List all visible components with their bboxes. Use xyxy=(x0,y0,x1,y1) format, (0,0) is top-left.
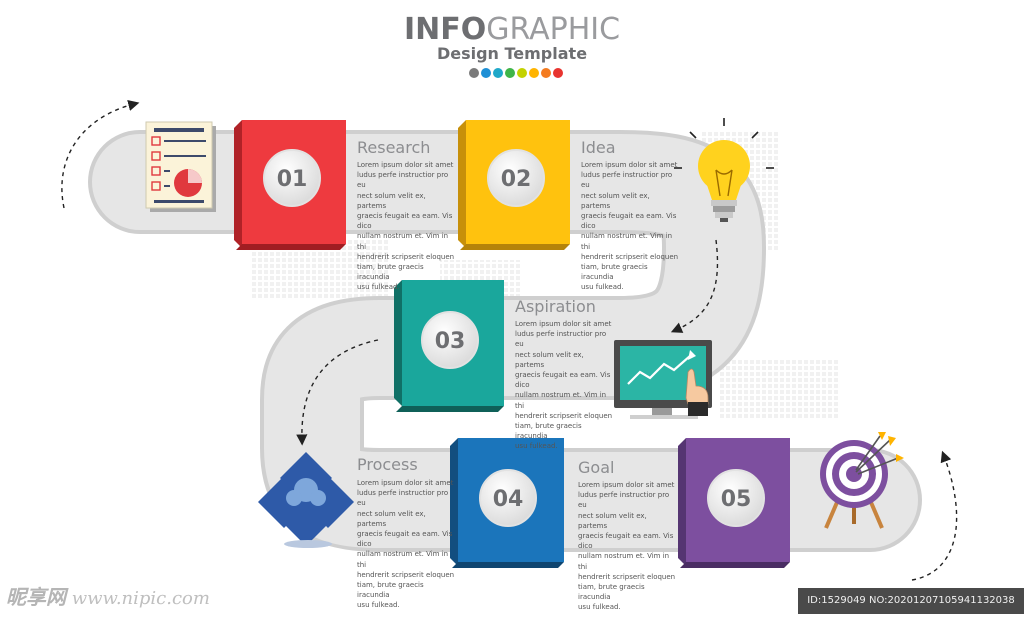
step-02-title: Idea xyxy=(581,138,616,157)
step-02-block xyxy=(458,120,570,250)
color-dot xyxy=(469,68,479,78)
color-dot xyxy=(505,68,515,78)
step-03-body: Lorem ipsum dolor sit amet ludus perfe i… xyxy=(515,320,613,451)
title-bold: INFO xyxy=(403,12,487,47)
monitor-growth-chart-icon xyxy=(614,340,712,419)
step-04-body: Lorem ipsum dolor sit amet ludus perfe i… xyxy=(357,479,455,610)
step-05-number: 05 xyxy=(721,487,752,512)
step-03-number: 03 xyxy=(435,329,466,354)
step-03-title: Aspiration xyxy=(515,297,596,316)
target-arrows-icon xyxy=(820,432,904,529)
step-04-block xyxy=(450,438,564,568)
step-05-title: Goal xyxy=(578,458,615,477)
color-dot xyxy=(541,68,551,78)
color-dot xyxy=(553,68,563,78)
color-dot xyxy=(529,68,539,78)
color-dot xyxy=(517,68,527,78)
step-04-number: 04 xyxy=(493,487,524,512)
dashed-arrows xyxy=(61,99,958,581)
watermark-left: 昵享网 www.nipic.com xyxy=(6,581,210,610)
page-title: INFOGRAPHIC xyxy=(0,12,1024,47)
color-dot xyxy=(481,68,491,78)
step-04-title: Process xyxy=(357,455,418,474)
color-dot xyxy=(493,68,503,78)
puzzle-icon xyxy=(258,452,354,548)
watermark-id: ID:1529049 NO:20201207105941132038 xyxy=(798,588,1024,614)
watermark-url: www.nipic.com xyxy=(71,588,210,609)
number-circles xyxy=(263,149,765,527)
lightbulb-icon xyxy=(674,118,774,222)
checklist-document-icon xyxy=(145,121,216,212)
title-light: GRAPHIC xyxy=(486,12,621,47)
step-02-body: Lorem ipsum dolor sit amet ludus perfe i… xyxy=(581,161,679,292)
step-01-title: Research xyxy=(357,138,431,157)
color-dots xyxy=(469,68,563,78)
step-05-body: Lorem ipsum dolor sit amet ludus perfe i… xyxy=(578,481,676,612)
watermark-cn: 昵享网 xyxy=(6,585,66,609)
step-01-number: 01 xyxy=(277,167,308,192)
step-02-number: 02 xyxy=(501,167,532,192)
page-subtitle: Design Template xyxy=(436,44,588,63)
step-01-body: Lorem ipsum dolor sit amet ludus perfe i… xyxy=(357,161,455,292)
